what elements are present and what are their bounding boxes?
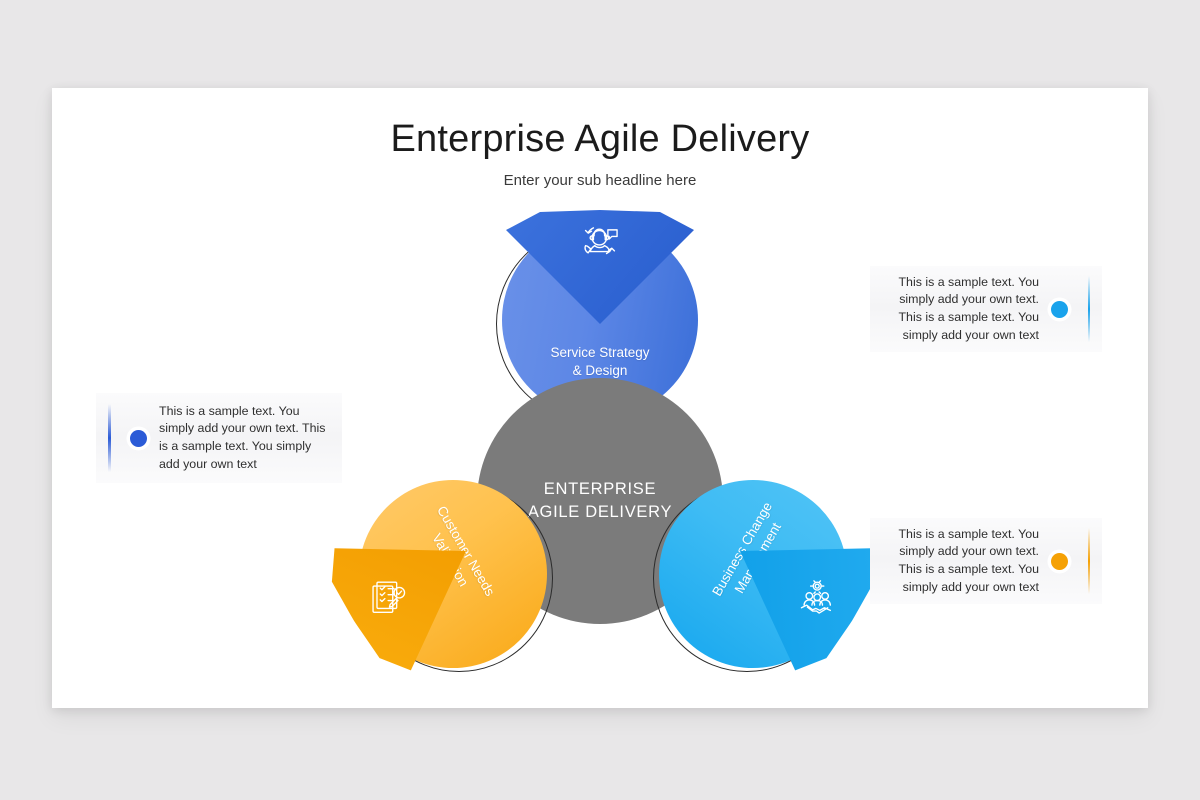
checklist-icon xyxy=(368,578,410,620)
customer-support-icon xyxy=(579,222,621,264)
callout-accent-bar-left xyxy=(108,403,111,473)
callout-accent-bar-top-right xyxy=(1087,276,1090,342)
callout-text-top-right: This is a sample text. You simply add yo… xyxy=(898,274,1039,342)
callout-accent-bar-bottom-right xyxy=(1087,528,1090,594)
petal-wedge-customer-needs[interactable] xyxy=(314,487,505,684)
callout-top-right[interactable]: This is a sample text. You simply add yo… xyxy=(870,266,1102,352)
wedge-shape xyxy=(506,210,694,324)
callout-bottom-right[interactable]: This is a sample text. You simply add yo… xyxy=(870,518,1102,604)
page-title: Enterprise Agile Delivery xyxy=(390,118,810,160)
three-petal-diagram: Service Strategy & Design xyxy=(52,88,1148,708)
callout-text-bottom-right: This is a sample text. You simply add yo… xyxy=(898,526,1039,594)
callout-dot-left xyxy=(130,429,147,447)
callout-dot-bottom-right xyxy=(1051,552,1068,570)
center-label: ENTERPRISE AGILE DELIVERY xyxy=(527,479,673,521)
petal-wedge-business-change[interactable] xyxy=(700,487,891,684)
wedge-shape xyxy=(740,548,875,671)
petal-wedge-service-strategy[interactable] xyxy=(502,210,698,324)
slide-card: Enterprise Agile Delivery Enter your sub… xyxy=(52,88,1148,708)
callout-dot-top-right xyxy=(1051,300,1068,318)
callout-left[interactable]: This is a sample text. You simply add yo… xyxy=(96,393,342,483)
team-handshake-icon xyxy=(796,578,838,620)
page-subtitle: Enter your sub headline here xyxy=(503,172,697,189)
callout-text-left: This is a sample text. You simply add yo… xyxy=(159,403,326,471)
petal-label-service-strategy-design: Service Strategy & Design xyxy=(550,345,650,378)
wedge-shape xyxy=(331,548,466,671)
